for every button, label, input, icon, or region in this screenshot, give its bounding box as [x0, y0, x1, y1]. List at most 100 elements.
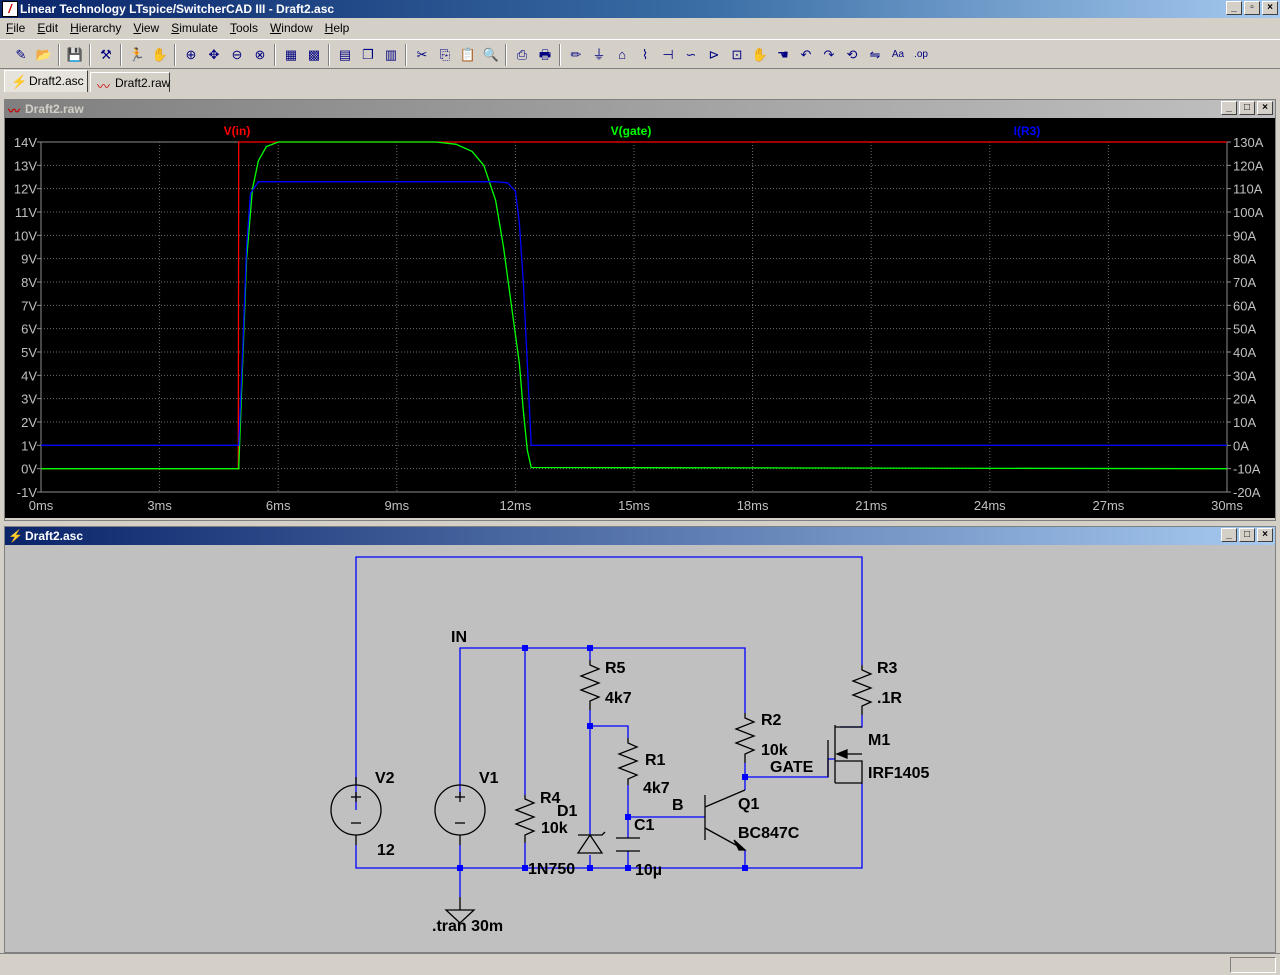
- component-icon[interactable]: ⊡: [731, 47, 743, 62]
- menu-tools[interactable]: Tools: [229, 21, 258, 35]
- c1-value[interactable]: 10µ: [635, 862, 662, 879]
- close-button[interactable]: ×: [1262, 1, 1278, 15]
- drag-icon[interactable]: ☚: [777, 47, 789, 62]
- tile-horizontal-icon[interactable]: ▤: [338, 47, 352, 62]
- child-maximize-button[interactable]: □: [1239, 101, 1255, 115]
- menu-edit[interactable]: Edit: [37, 21, 59, 35]
- halt-icon[interactable]: ✋: [151, 47, 169, 62]
- child-close-button[interactable]: ×: [1257, 101, 1273, 115]
- control-panel-icon[interactable]: ⚒: [100, 47, 112, 62]
- r1-value[interactable]: 4k7: [643, 780, 670, 797]
- menu-file[interactable]: File: [6, 21, 26, 35]
- r5-name[interactable]: R5: [605, 660, 626, 677]
- text-icon[interactable]: Aa: [891, 49, 905, 60]
- menu-simulate[interactable]: Simulate: [171, 21, 218, 35]
- cut-icon[interactable]: ✂: [416, 47, 428, 62]
- tile-vertical-icon[interactable]: ▥: [384, 47, 398, 62]
- r4-value[interactable]: 10k: [541, 820, 568, 837]
- cascade-icon[interactable]: ❐: [362, 47, 374, 62]
- zoom-cancel-icon[interactable]: ⊗: [254, 47, 266, 62]
- move-icon[interactable]: ✋: [751, 47, 769, 62]
- v2-value[interactable]: 12: [377, 842, 395, 859]
- menu-window[interactable]: Window: [269, 21, 313, 35]
- r3-value[interactable]: .1R: [877, 690, 902, 707]
- child-close-button[interactable]: ×: [1257, 528, 1273, 542]
- inductor-icon[interactable]: ∽: [685, 47, 697, 62]
- label-net-icon[interactable]: ⌂: [618, 47, 626, 62]
- restore-button[interactable]: ▫: [1244, 1, 1260, 15]
- child-minimize-button[interactable]: _: [1221, 528, 1237, 542]
- save-icon[interactable]: 💾: [66, 47, 84, 62]
- net-label-b[interactable]: B: [672, 797, 684, 814]
- r5-value[interactable]: 4k7: [605, 690, 632, 707]
- d1-name[interactable]: D1: [557, 803, 578, 820]
- mirror-icon[interactable]: ⇋: [869, 47, 881, 62]
- v2-name[interactable]: V2: [375, 770, 395, 787]
- menu-help[interactable]: Help: [324, 21, 350, 35]
- v1-voltage-source[interactable]: [434, 784, 486, 845]
- c1-name[interactable]: C1: [634, 817, 655, 834]
- trace-label-vgate[interactable]: V(gate): [611, 124, 652, 138]
- r3-resistor[interactable]: [851, 665, 873, 715]
- r2-resistor[interactable]: [734, 713, 756, 763]
- minimize-button[interactable]: _: [1226, 1, 1242, 15]
- zoom-in-icon[interactable]: ⊕: [185, 47, 197, 62]
- q1-name[interactable]: Q1: [738, 796, 759, 813]
- open-icon[interactable]: 📂: [35, 47, 53, 62]
- print-setup-icon[interactable]: ⎙: [516, 47, 528, 62]
- trace-label-ir3[interactable]: I(R3): [1014, 124, 1041, 138]
- child-minimize-button[interactable]: _: [1221, 101, 1237, 115]
- r1-resistor[interactable]: [617, 738, 639, 785]
- net-label-gate[interactable]: GATE: [770, 759, 814, 776]
- d1-value[interactable]: 1N750: [528, 861, 575, 878]
- q1-npn-transistor[interactable]: [704, 789, 747, 851]
- spice-directive-tran[interactable]: .tran 30m: [432, 918, 503, 935]
- schematic-drawing[interactable]: IN V2 12 V1 R4 10k D1 1N750 R5 4k7 R1 4k…: [5, 545, 1275, 952]
- m1-value[interactable]: IRF1405: [868, 765, 929, 782]
- run-icon[interactable]: 🏃: [128, 47, 146, 62]
- waveform-window-titlebar[interactable]: 〰 Draft2.raw _ □ ×: [5, 100, 1275, 118]
- ground-icon[interactable]: ⏚: [592, 47, 606, 62]
- copy-icon[interactable]: ⎘: [439, 47, 451, 62]
- diode-icon[interactable]: ⊳: [708, 47, 720, 62]
- menu-hierarchy[interactable]: Hierarchy: [70, 21, 122, 35]
- r2-name[interactable]: R2: [761, 712, 782, 729]
- r4-name[interactable]: R4: [540, 790, 561, 807]
- net-label-in[interactable]: IN: [451, 629, 467, 646]
- schematic-canvas[interactable]: IN V2 12 V1 R4 10k D1 1N750 R5 4k7 R1 4k…: [5, 545, 1275, 952]
- capacitor-icon[interactable]: ⊣: [662, 47, 674, 62]
- schematic-window[interactable]: ⚡ Draft2.asc _ □ ×: [4, 526, 1276, 953]
- q1-value[interactable]: BC847C: [738, 825, 800, 842]
- find-icon[interactable]: 🔍: [482, 47, 500, 62]
- grid-icon[interactable]: ▩: [307, 47, 321, 62]
- trace-vgate[interactable]: [41, 141, 1228, 470]
- tab-draft2-asc[interactable]: ⚡ Draft2.asc: [4, 70, 88, 92]
- ground-symbol[interactable]: [444, 897, 476, 924]
- redo-icon[interactable]: ↷: [823, 47, 835, 62]
- schematic-window-titlebar[interactable]: ⚡ Draft2.asc _ □ ×: [5, 527, 1275, 545]
- r2-value[interactable]: 10k: [761, 742, 788, 759]
- trace-label-vin[interactable]: V(in): [224, 124, 251, 138]
- resistor-icon[interactable]: ⌇: [641, 47, 649, 62]
- r4-resistor[interactable]: [514, 795, 536, 843]
- v2-voltage-source[interactable]: [330, 777, 382, 845]
- r1-name[interactable]: R1: [645, 752, 666, 769]
- v1-name[interactable]: V1: [479, 770, 499, 787]
- m1-name[interactable]: M1: [868, 732, 890, 749]
- c1-capacitor[interactable]: [616, 837, 640, 852]
- new-schematic-icon[interactable]: ✎: [15, 47, 27, 62]
- draw-wire-icon[interactable]: ✏: [570, 47, 582, 62]
- d1-zener-diode[interactable]: [576, 831, 606, 854]
- child-maximize-button[interactable]: □: [1239, 528, 1255, 542]
- autorange-icon[interactable]: ▦: [284, 47, 298, 62]
- m1-nmos-transistor[interactable]: [827, 725, 863, 784]
- paste-icon[interactable]: 📋: [459, 47, 477, 62]
- trace-ir3[interactable]: [41, 181, 1227, 446]
- tab-draft2-raw[interactable]: 〰 Draft2.raw: [90, 72, 170, 94]
- spice-directive-icon[interactable]: .op: [914, 49, 928, 60]
- print-icon[interactable]: 🖶: [538, 47, 552, 62]
- r3-name[interactable]: R3: [877, 660, 898, 677]
